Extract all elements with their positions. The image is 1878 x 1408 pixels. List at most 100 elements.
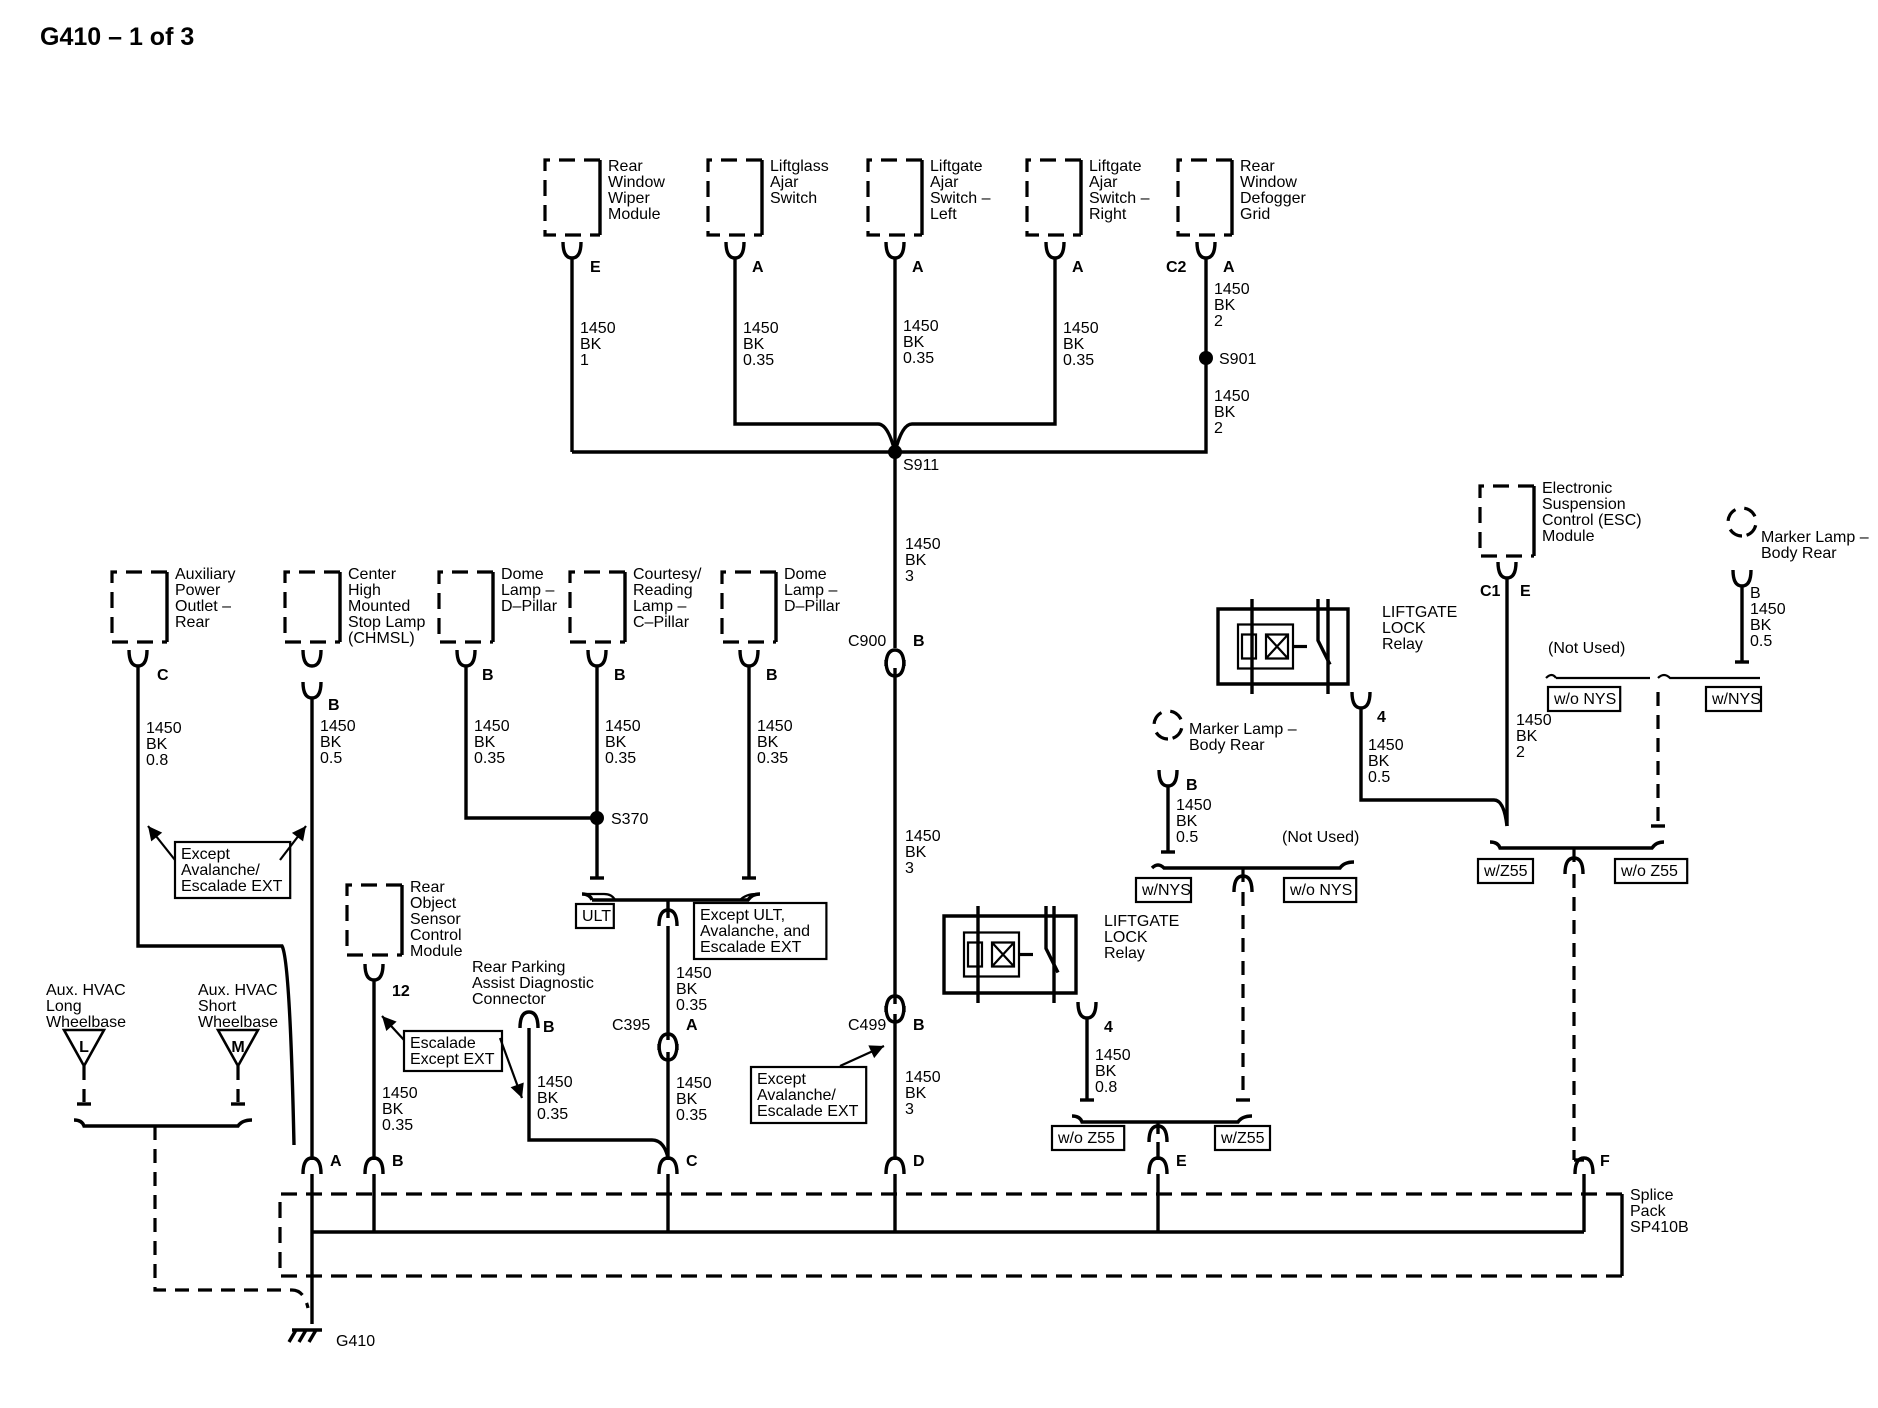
label-rear-object-sensor-line: Module	[410, 943, 463, 960]
wire-label-c499-line: BK	[905, 1085, 927, 1102]
label-liftgate-relay-b-line: LOCK	[1104, 929, 1148, 946]
label-aux-hvac-short-line: Wheelbase	[198, 1014, 278, 1031]
label-chmsl-line: High	[348, 582, 381, 599]
box-dome-r	[720, 570, 776, 644]
label-liftglass-switch-line: Liftglass	[770, 158, 829, 175]
wire-label-relay-b-line: 0.8	[1095, 1079, 1117, 1096]
cap-lg-right	[1044, 241, 1066, 260]
wire-label-courtesy-line: 1450	[605, 718, 641, 735]
option-wo-z55-a-line: w/o Z55	[1620, 863, 1678, 880]
option-escalade-except-line: Escalade	[410, 1035, 476, 1052]
label-not-used-b: (Not Used)	[1548, 640, 1625, 657]
label-dome-lamp-left-line: D–Pillar	[501, 598, 558, 615]
wire-label-s911-line: 3	[905, 568, 914, 585]
wire-label-dome-r-line: 1450	[757, 718, 793, 735]
pin-relay-b-4: 4	[1104, 1019, 1113, 1036]
wire-label-lg-left-line: 0.35	[903, 350, 934, 367]
arrow-rpa-head	[510, 1082, 524, 1098]
label-liftgate-switch-left-line: Switch –	[930, 190, 991, 207]
wire-label-defog-top-line: 2	[1214, 313, 1223, 330]
relay-b-resistor	[966, 941, 984, 968]
label-rear-defogger-grid-line: Grid	[1240, 206, 1270, 223]
box-chmsl	[283, 570, 340, 644]
arrow-except-a-right-head	[291, 826, 306, 842]
marker-lamp-a	[1152, 709, 1184, 741]
cap-relay-a	[1350, 691, 1372, 710]
label-liftgate-relay-b-line: LIFTGATE	[1104, 913, 1179, 930]
wire-label-liftglass-line: 1450	[743, 320, 779, 337]
option-ult: ULT	[574, 902, 615, 930]
label-liftgate-switch-right-line: Liftgate	[1089, 158, 1142, 175]
wire-rpa	[527, 1028, 670, 1159]
relay-b-body	[942, 914, 1078, 995]
option-w-nys-b: w/NYS	[1704, 685, 1763, 713]
label-esc-module-line: Module	[1542, 528, 1595, 545]
label-aux-hvac-short-line: Aux. HVAC	[198, 982, 278, 999]
label-rear-object-sensor-line: Control	[410, 927, 462, 944]
label-marker-lamp-b-line: Marker Lamp –	[1761, 529, 1869, 546]
label-aux-hvac-long-line: Long	[46, 998, 82, 1015]
option-wo-nys-a: w/o NYS	[1282, 876, 1358, 904]
wire-label-marker-b-line: 0.5	[1750, 633, 1772, 650]
wire-label-c900-line: 3	[905, 860, 914, 877]
wire-label-dome-l-line: 0.35	[474, 750, 505, 767]
option-except-avalanche-a-line: Escalade EXT	[181, 878, 283, 895]
option-wo-z55-a: w/o Z55	[1613, 857, 1689, 885]
label-courtesy-lamp-line: Reading	[633, 582, 693, 599]
label-rear-object-sensor-line: Rear	[410, 879, 445, 896]
wire-ult-junction	[581, 892, 761, 902]
option-wo-nys-b: w/o NYS	[1546, 685, 1622, 713]
wire-label-chmsl-line: 1450	[320, 718, 356, 735]
wire-label-dome-r-line: 0.35	[757, 750, 788, 767]
pin-aux-power-c: C	[157, 667, 169, 684]
label-rear-wiper-module-line: Rear	[608, 158, 643, 175]
option-w-z55-b-text: w/Z55	[1220, 1130, 1265, 1147]
wire-label-lg-left-line: BK	[903, 334, 925, 351]
label-esc-module-line: Suspension	[1542, 496, 1626, 513]
label-rear-wiper-module-line: Module	[608, 206, 661, 223]
option-w-z55-a-text: w/Z55	[1483, 863, 1528, 880]
label-liftgate-switch-left-line: Ajar	[930, 174, 959, 191]
option-wo-z55-b: w/o Z55	[1050, 1124, 1126, 1152]
pin-hvac-m: M	[231, 1039, 244, 1056]
wire-label-liftglass-line: 0.35	[743, 352, 774, 369]
relay-a-body	[1216, 607, 1350, 686]
wire-label-c499-line: 1450	[905, 1069, 941, 1086]
wire-relay-a	[1359, 708, 1509, 827]
wire-label-marker-a-line: 0.5	[1176, 829, 1198, 846]
option-except-avalanche-a-line: Avalanche/	[181, 862, 260, 879]
label-rear-parking-connector-line: Connector	[472, 991, 546, 1008]
box-esc	[1478, 484, 1534, 558]
label-liftgate-relay-b-line: Relay	[1104, 945, 1145, 962]
pin-splice-f: F	[1600, 1153, 1610, 1170]
arch-nys-a	[1232, 874, 1254, 893]
option-except-ult-line: Avalanche, and	[700, 923, 810, 940]
wire-label-c499-line: 3	[905, 1101, 914, 1118]
option-wo-z55-a-text: w/o Z55	[1620, 863, 1678, 880]
box-aux-power	[110, 570, 167, 644]
wire-label-s911-line: 1450	[905, 536, 941, 553]
label-liftgate-relay-a-line: LIFTGATE	[1382, 604, 1457, 621]
label-rear-defogger-grid-line: Window	[1240, 174, 1297, 191]
pin-defog-a: A	[1223, 259, 1235, 276]
wire-label-relay-b-line: BK	[1095, 1063, 1117, 1080]
option-except-ult-box	[692, 901, 828, 961]
wire-label-c395-bot-line: 0.35	[676, 1107, 707, 1124]
option-except-avalanche-b-line: Except	[757, 1071, 806, 1088]
